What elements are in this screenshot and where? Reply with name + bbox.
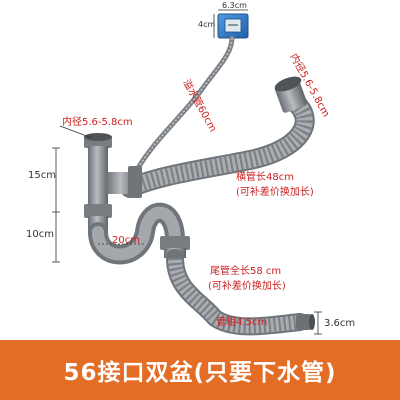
cross-pipe-note-label: (可补差价换加长) (236, 187, 314, 198)
outlet-diameter-label: 3.6cm (324, 318, 356, 329)
height-upper-label: 15cm (28, 170, 56, 181)
vertical-stack (84, 133, 142, 234)
tail-pipe (166, 249, 315, 336)
product-banner: 56接口双盆(只要下水管) (0, 340, 400, 400)
box-width-label: 6.3cm (222, 1, 247, 10)
height-lower-label: 10cm (26, 229, 54, 240)
cross-pipe-length-label: 横管长48cm (236, 172, 294, 183)
banner-text: 56接口双盆(只要下水管) (63, 360, 337, 386)
tail-pipe-note-label: (可补差价换加长) (208, 281, 286, 292)
tube-diameter-label: 管粗4.5cm (216, 317, 268, 328)
box-height-label: 4cm (198, 20, 216, 29)
overflow-box (217, 13, 249, 39)
dimension-lines (52, 9, 322, 335)
cross-pipe (120, 90, 315, 198)
trap-width-label: 20cm (112, 235, 140, 246)
tail-pipe-length-label: 尾管全长58 cm (210, 266, 282, 277)
right-connector (274, 76, 308, 113)
inner-diameter-left-label: 内径5.6-5.8cm (62, 117, 133, 128)
